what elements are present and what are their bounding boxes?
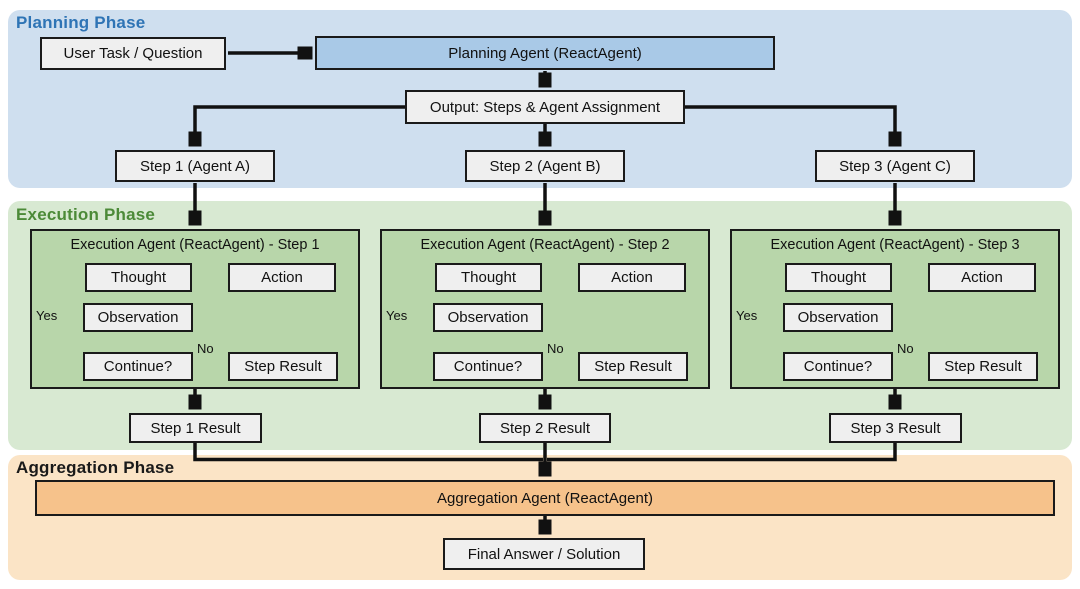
step-2-node: Step 2 (Agent B) — [465, 150, 625, 182]
step-result-node-3: Step Result — [928, 352, 1038, 381]
yes-edge-label-1: Yes — [36, 308, 58, 323]
final-answer-node: Final Answer / Solution — [443, 538, 645, 570]
continue-node-2: Continue? — [433, 352, 543, 381]
thought-node-1: Thought — [85, 263, 192, 292]
no-edge-label-2: No — [547, 341, 564, 356]
continue-node-3: Continue? — [783, 352, 893, 381]
step-result-node-1: Step Result — [228, 352, 338, 381]
no-edge-label-1: No — [197, 341, 214, 356]
aggregation-phase-title: Aggregation Phase — [16, 458, 175, 477]
planning-phase-title: Planning Phase — [16, 13, 146, 32]
aggregation-agent-node: Aggregation Agent (ReactAgent) — [35, 480, 1055, 516]
continue-node-1: Continue? — [83, 352, 193, 381]
action-node-3: Action — [928, 263, 1036, 292]
user-task-node: User Task / Question — [40, 37, 226, 70]
execution-agent-3-title: Execution Agent (ReactAgent) - Step 3 — [770, 237, 1020, 253]
execution-phase-title: Execution Phase — [16, 205, 156, 224]
output-steps-node: Output: Steps & Agent Assignment — [405, 90, 685, 124]
execution-agent-1-title: Execution Agent (ReactAgent) - Step 1 — [70, 237, 320, 253]
observation-node-1: Observation — [83, 303, 193, 332]
planning-agent-node: Planning Agent (ReactAgent) — [315, 36, 775, 70]
step-result-node-2: Step Result — [578, 352, 688, 381]
execution-agent-2-title: Execution Agent (ReactAgent) - Step 2 — [420, 237, 670, 253]
step-2-result-node: Step 2 Result — [479, 413, 611, 443]
action-node-2: Action — [578, 263, 686, 292]
yes-edge-label-2: Yes — [386, 308, 408, 323]
step-3-node: Step 3 (Agent C) — [815, 150, 975, 182]
execution-agent-3-box: Execution Agent (ReactAgent) - Step 3 Th… — [730, 229, 1060, 389]
thought-node-3: Thought — [785, 263, 892, 292]
execution-agent-2-box: Execution Agent (ReactAgent) - Step 2 Th… — [380, 229, 710, 389]
step-3-result-node: Step 3 Result — [829, 413, 962, 443]
thought-node-2: Thought — [435, 263, 542, 292]
yes-edge-label-3: Yes — [736, 308, 758, 323]
observation-node-2: Observation — [433, 303, 543, 332]
observation-node-3: Observation — [783, 303, 893, 332]
action-node-1: Action — [228, 263, 336, 292]
no-edge-label-3: No — [897, 341, 914, 356]
execution-agent-1-box: Execution Agent (ReactAgent) - Step 1 Th… — [30, 229, 360, 389]
step-1-result-node: Step 1 Result — [129, 413, 262, 443]
step-1-node: Step 1 (Agent A) — [115, 150, 275, 182]
